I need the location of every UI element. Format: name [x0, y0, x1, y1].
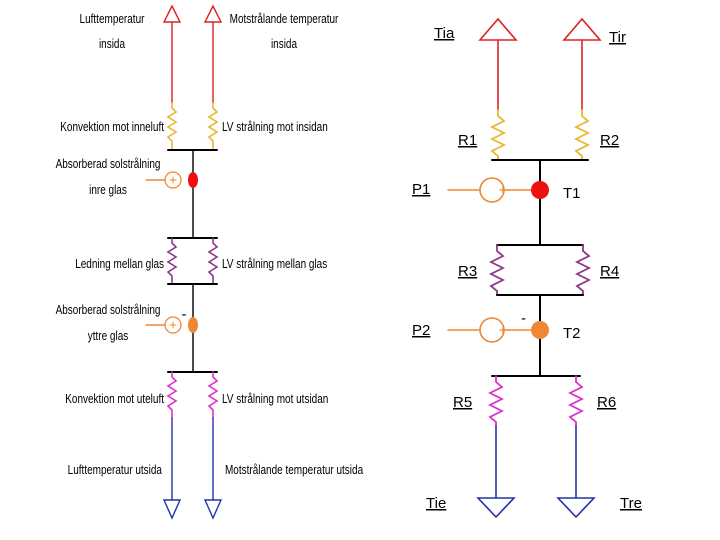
label-rad-temp-inside-2: insida	[271, 38, 298, 51]
right-arrow-down-tre	[556, 497, 596, 519]
left-resistor-radiation-between	[207, 237, 219, 285]
left-arrow-down-rad-outside	[203, 499, 223, 520]
resistor-r4	[574, 244, 592, 296]
label-absorbed-inner-1: Absorberad solstrålning	[56, 158, 161, 171]
label-tre: Tre	[620, 495, 642, 512]
label-lw-radiation-between: LV strålning mellan glas	[222, 258, 328, 271]
label-convection-outside: Konvektion mot uteluft	[65, 393, 165, 406]
label-r4: R4	[600, 263, 619, 280]
label-t1: T1	[563, 185, 581, 202]
label-air-temp-outside: Lufttemperatur utsida	[68, 464, 163, 477]
left-source-inner	[164, 171, 182, 189]
node-t1	[531, 181, 549, 199]
left-labels: Lufttemperatur insida Motstrålande tempe…	[56, 13, 364, 477]
left-node-inner	[188, 172, 198, 188]
resistor-r3	[488, 244, 506, 296]
right-arrow-down-tie	[476, 497, 516, 519]
resistor-r5	[487, 375, 505, 427]
label-r6: R6	[597, 394, 616, 411]
label-t2: T2	[563, 325, 581, 342]
label-minus-left: -	[182, 306, 187, 323]
label-tia: Tia	[434, 25, 455, 42]
label-tir: Tir	[609, 29, 626, 46]
label-r3: R3	[458, 263, 477, 280]
left-arrow-up-air-inside	[162, 4, 182, 23]
left-source-outer	[164, 316, 182, 334]
resistor-r1	[489, 109, 507, 161]
right-arrow-up-tir	[562, 17, 602, 41]
resistor-r6	[567, 375, 585, 427]
label-r2: R2	[600, 132, 619, 149]
left-resistor-convection-inside	[166, 102, 178, 151]
left-arrow-down-air-outside	[162, 499, 182, 520]
label-p2: P2	[412, 322, 430, 339]
right-diagram	[447, 17, 602, 519]
label-air-temp-inside-1: Lufttemperatur	[80, 13, 145, 26]
label-absorbed-outer-1: Absorberad solstrålning	[56, 304, 161, 317]
label-r5: R5	[453, 394, 472, 411]
label-rad-temp-inside-1: Motstrålande temperatur	[230, 13, 339, 26]
left-diagram	[145, 4, 223, 520]
left-node-outer	[188, 317, 198, 333]
label-lw-radiation-inside: LV strålning mot insidan	[222, 121, 328, 134]
label-conduction-between: Ledning mellan glas	[75, 258, 164, 271]
left-resistor-radiation-inside	[207, 102, 219, 151]
right-labels: Tia Tir R1 R2 P1 T1 R3 R4 - P2 T2 R5 R6 …	[412, 25, 642, 512]
label-air-temp-inside-2: insida	[99, 38, 126, 51]
label-absorbed-inner-2: inre glas	[89, 184, 127, 197]
label-absorbed-outer-2: yttre glas	[88, 330, 129, 343]
left-resistor-convection-outside	[166, 371, 178, 419]
label-lw-radiation-outside: LV strålning mot utsidan	[222, 393, 328, 406]
node-t2	[531, 321, 549, 339]
left-resistor-radiation-outside	[207, 371, 219, 419]
right-arrow-up-tia	[478, 17, 518, 41]
resistor-r2	[573, 109, 591, 161]
label-p1: P1	[412, 181, 430, 198]
label-r1: R1	[458, 132, 477, 149]
label-minus-right: -	[521, 310, 526, 327]
label-tie: Tie	[426, 495, 446, 512]
left-arrow-up-rad-inside	[203, 4, 223, 23]
label-convection-inside: Konvektion mot inneluft	[60, 121, 165, 134]
left-resistor-conduction-between	[166, 237, 178, 285]
label-rad-temp-outside: Motstrålande temperatur utsida	[225, 464, 364, 477]
